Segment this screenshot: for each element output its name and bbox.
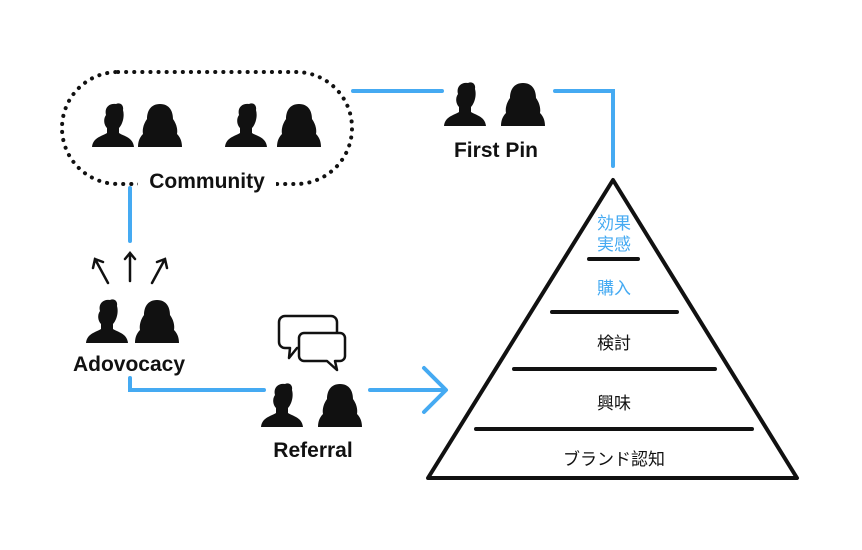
funnel-pyramid: 効果 実感 購入 検討 興味 ブランド認知	[426, 178, 799, 480]
person-male-icon	[444, 82, 486, 126]
advocacy-label: Adovocacy	[73, 353, 185, 376]
pyramid-level-awareness: ブランド認知	[563, 449, 665, 470]
connector-advocacy-referral	[128, 376, 266, 392]
person-female-icon	[318, 384, 362, 427]
person-female-icon	[501, 83, 545, 126]
community-label: Community	[149, 170, 265, 193]
arrowhead-icon	[422, 366, 448, 414]
pyramid-outline	[426, 178, 799, 480]
pyramid-level-purchase: 購入	[597, 279, 631, 299]
pyramid-level-effect: 効果	[597, 214, 631, 234]
person-male-icon	[86, 299, 128, 343]
community-boundary	[60, 70, 354, 186]
arrows-up-icon	[91, 251, 169, 285]
first-pin-group: First Pin	[444, 82, 545, 162]
person-female-icon	[135, 300, 179, 343]
person-male-icon	[92, 103, 134, 147]
pyramid-level-effect-line2: 実感	[597, 235, 631, 255]
person-female-icon	[138, 104, 182, 147]
first-pin-label: First Pin	[454, 139, 538, 162]
connector-firstpin-pyramid	[553, 89, 615, 168]
referral-group: Referral	[261, 314, 362, 462]
person-male-icon	[225, 103, 267, 147]
community-group: Community	[92, 103, 321, 193]
speech-bubbles-icon	[277, 314, 347, 372]
pyramid-level-consideration: 検討	[597, 334, 631, 354]
referral-label: Referral	[273, 439, 352, 462]
pyramid-level-interest: 興味	[597, 394, 631, 414]
person-male-icon	[261, 383, 303, 427]
person-female-icon	[277, 104, 321, 147]
advocacy-group: Adovocacy	[73, 251, 185, 376]
